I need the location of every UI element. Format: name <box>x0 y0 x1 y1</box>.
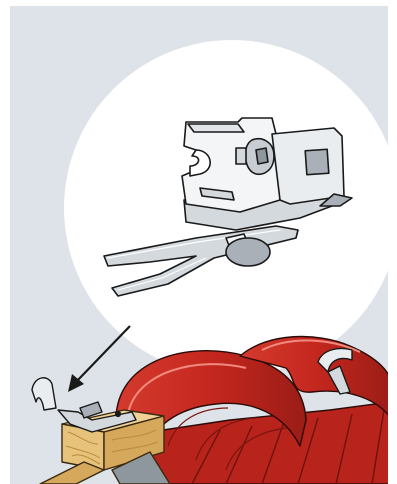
ridge-clip-illustration <box>0 0 397 484</box>
